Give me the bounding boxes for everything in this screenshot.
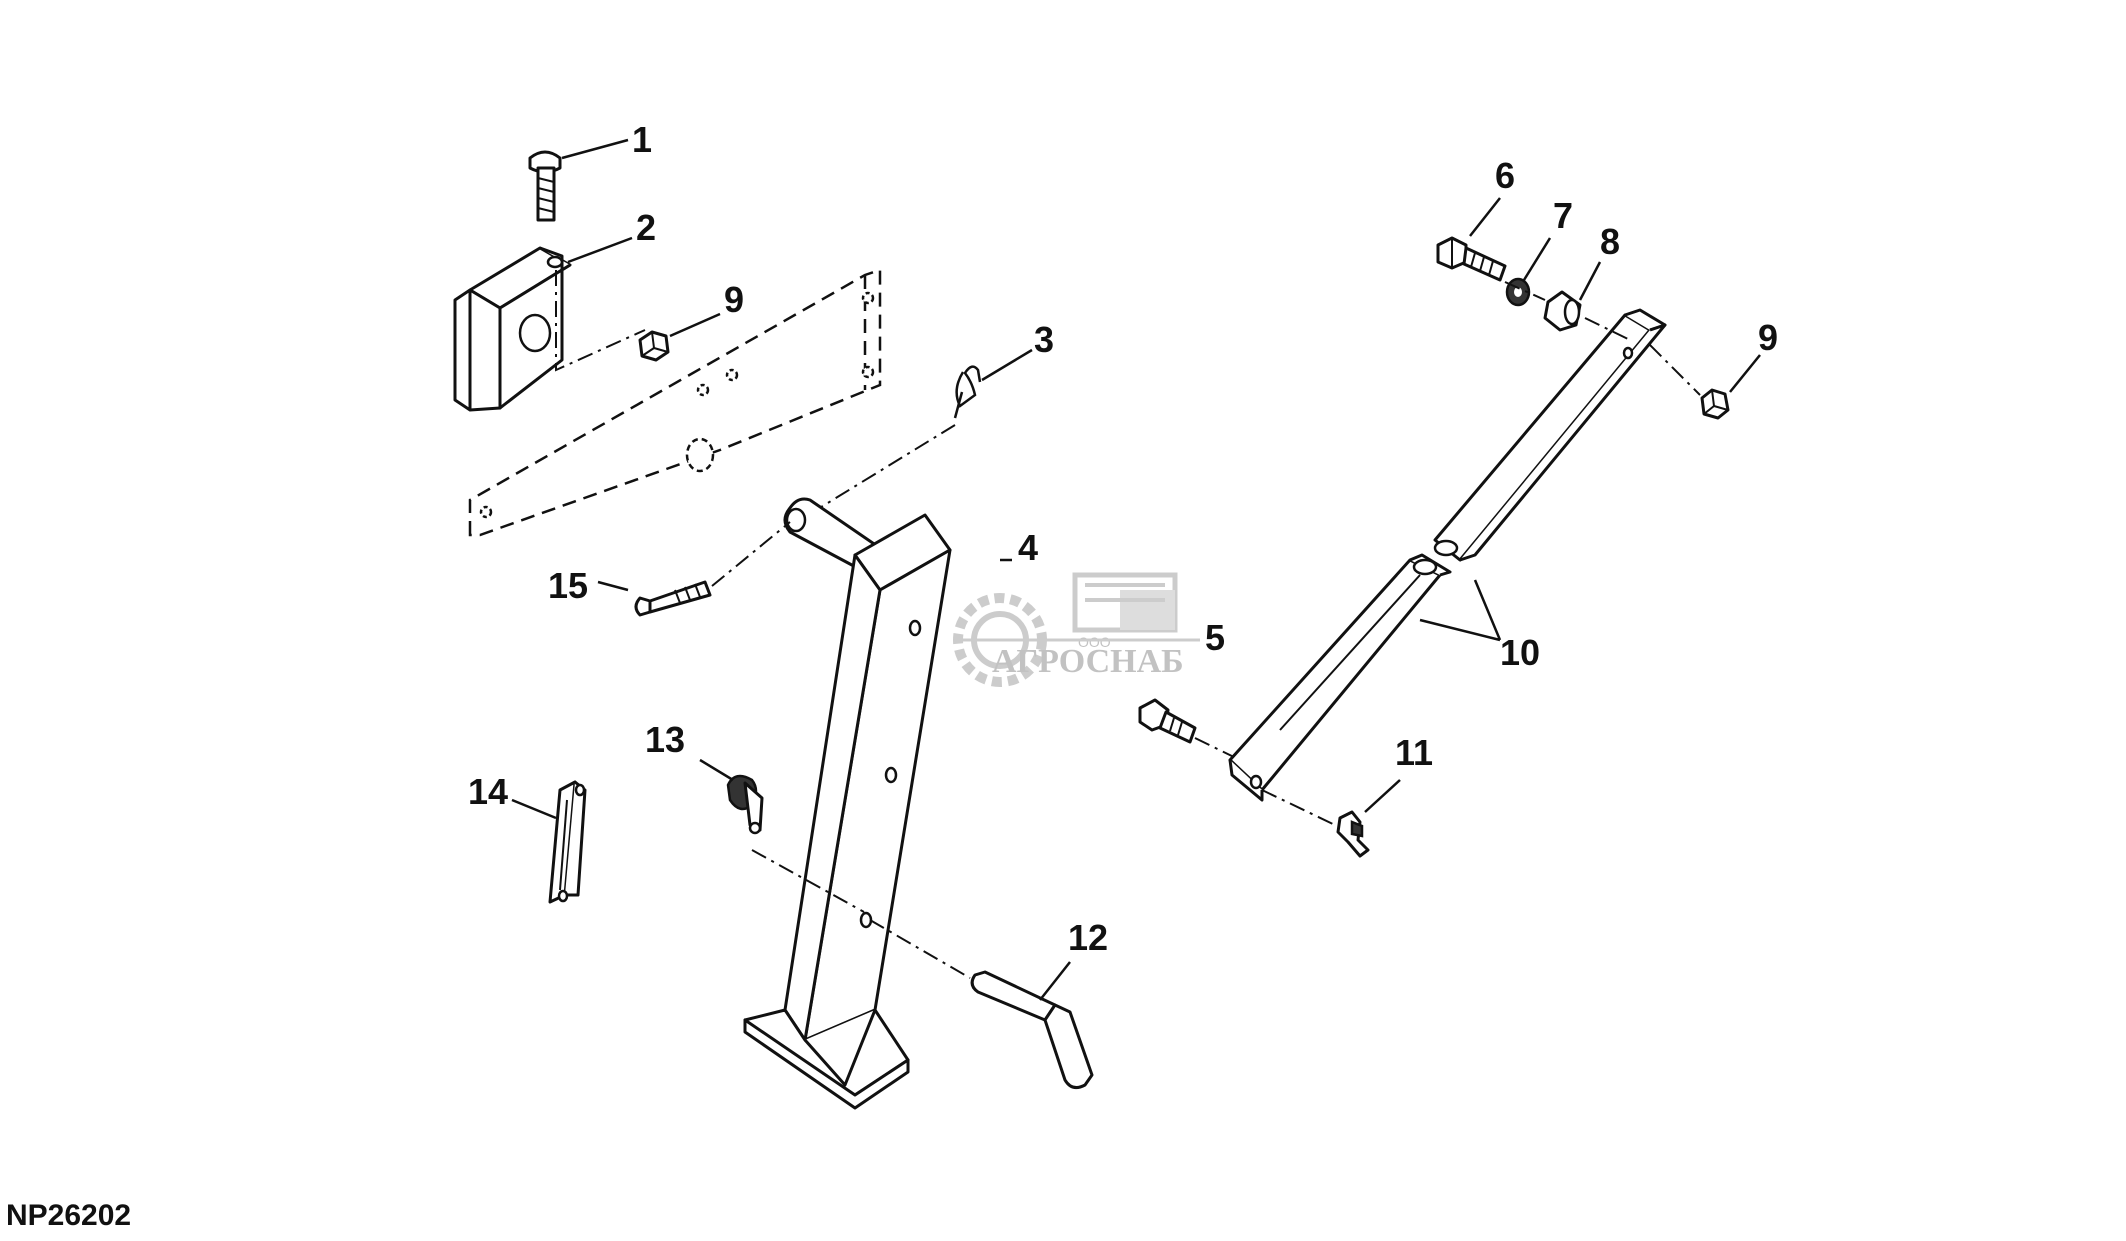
axis-nut-right bbox=[1649, 344, 1701, 396]
leader-6 bbox=[1469, 197, 1501, 237]
leader-10 bbox=[1419, 579, 1502, 642]
leader-15 bbox=[597, 580, 629, 592]
part-11-wing-nut bbox=[1336, 810, 1370, 858]
part-4-jack-stand bbox=[743, 497, 952, 1110]
leader-12 bbox=[1039, 961, 1071, 1001]
leader-11 bbox=[1364, 779, 1401, 813]
part-2-mounting-bracket bbox=[453, 246, 572, 412]
dashed-mounting-plate bbox=[468, 268, 882, 537]
callout-7: 7 bbox=[1553, 195, 1573, 236]
part-13-lynch-pin bbox=[726, 774, 764, 835]
axis-bolt-15 bbox=[711, 521, 791, 587]
callout-9-right: 9 bbox=[1758, 317, 1778, 358]
axis-bracket bbox=[555, 270, 646, 372]
callout-11: 11 bbox=[1395, 732, 1433, 773]
figure-code: NP26202 bbox=[6, 1199, 131, 1232]
part-1-carriage-bolt bbox=[528, 150, 562, 222]
part-12-handle-pin bbox=[970, 970, 1094, 1090]
watermark: ООО АГРОСНАБ bbox=[953, 572, 1200, 687]
part-8-spacer bbox=[1543, 290, 1582, 332]
watermark-text: АГРОСНАБ bbox=[992, 643, 1184, 680]
axis-wing-nut bbox=[1261, 789, 1336, 826]
callout-6: 6 bbox=[1495, 155, 1515, 196]
callout-15: 15 bbox=[548, 565, 588, 606]
part-10-brace-tubes bbox=[1228, 308, 1667, 802]
leader-9-left bbox=[669, 312, 721, 338]
axis-lynch-pin bbox=[751, 849, 865, 913]
part-15-bolt bbox=[634, 580, 712, 617]
leader-14 bbox=[511, 798, 557, 820]
callout-8: 8 bbox=[1600, 221, 1620, 262]
leader-9-right bbox=[1729, 354, 1761, 393]
axis-handle-pin bbox=[869, 919, 971, 979]
callout-1: 1 bbox=[632, 119, 652, 160]
callout-14: 14 bbox=[468, 771, 508, 812]
part-6-hex-bolt bbox=[1436, 236, 1507, 282]
part-9-hex-nut-left bbox=[638, 330, 670, 362]
leader-13 bbox=[699, 758, 734, 782]
part-3-hair-pin bbox=[953, 365, 982, 419]
leader-7 bbox=[1522, 237, 1552, 281]
callout-10: 10 bbox=[1500, 632, 1540, 673]
axis-hair-pin bbox=[799, 424, 956, 521]
part-9-hex-nut-right bbox=[1700, 388, 1730, 420]
leader-3 bbox=[981, 348, 1033, 382]
callout-4: 4 bbox=[1018, 527, 1038, 568]
part-14-clip bbox=[548, 780, 587, 904]
watermark-truck-icon bbox=[1072, 572, 1178, 633]
callout-2: 2 bbox=[636, 207, 656, 248]
callout-12: 12 bbox=[1068, 917, 1108, 958]
leader-8 bbox=[1578, 261, 1602, 301]
axis-hardware-top bbox=[1504, 281, 1631, 341]
watermark-small-text: ООО bbox=[1078, 634, 1111, 650]
callout-3: 3 bbox=[1034, 319, 1054, 360]
callout-9-left: 9 bbox=[724, 279, 744, 320]
leader-2 bbox=[567, 236, 633, 264]
part-5-bolt bbox=[1138, 698, 1197, 744]
leader-1 bbox=[561, 138, 629, 160]
callout-5: 5 bbox=[1205, 617, 1225, 658]
callout-13: 13 bbox=[645, 719, 685, 760]
